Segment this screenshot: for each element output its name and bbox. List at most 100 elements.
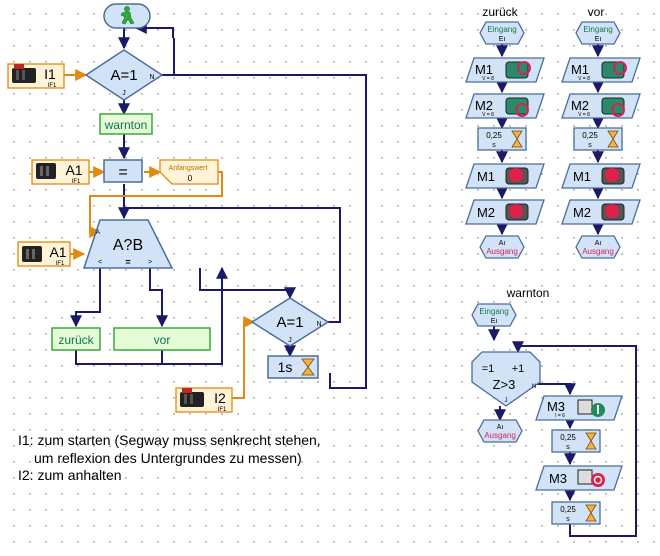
svg-text:Ausgang: Ausgang xyxy=(486,247,518,256)
svg-text:Eı: Eı xyxy=(491,318,498,325)
svg-text:s: s xyxy=(566,444,570,451)
svg-text:=: = xyxy=(125,257,130,267)
svg-text:0: 0 xyxy=(188,174,193,183)
input-i1[interactable]: I1 IF1 xyxy=(7,63,65,89)
decision-a-equals-1-top[interactable]: A=1 N J xyxy=(84,49,164,101)
decision-a-equals-1-i2[interactable]: A=1 N J xyxy=(250,297,330,347)
subprogram-vor: vor Eingang Eı M1 V = 8 M2 V = 8 xyxy=(561,5,641,259)
horn-m3-off-block[interactable]: M3 xyxy=(535,465,623,491)
hourglass-icon xyxy=(301,358,315,376)
motor-ccw-icon xyxy=(505,61,531,79)
input-a1-bottom[interactable]: A1 IF1 xyxy=(17,241,71,267)
subprogram-zuruck: zurück Eingang Eı M1 V = 8 M2 V = xyxy=(465,5,545,259)
svg-text:s: s xyxy=(492,142,496,149)
start-block[interactable] xyxy=(103,3,151,29)
svg-text:Eingang: Eingang xyxy=(479,307,508,316)
horn-m3-on-block[interactable]: M3 I = 6 xyxy=(535,395,623,421)
svg-text:<: < xyxy=(98,259,102,266)
light-sensor-icon xyxy=(22,246,42,262)
svg-text:=: = xyxy=(118,164,127,181)
wait-block[interactable]: 0,25 s xyxy=(477,127,527,151)
input-a1-top[interactable]: A1 IF1 xyxy=(31,159,90,185)
entry-block[interactable]: Eingang Eı xyxy=(575,21,621,45)
compare-block[interactable]: A?B A < = > xyxy=(82,219,174,269)
switch-icon xyxy=(12,64,36,83)
svg-text:J: J xyxy=(122,90,126,97)
wait-block-2[interactable]: 0,25 s xyxy=(551,501,601,525)
exit-block[interactable]: Aı Ausgang xyxy=(477,419,523,443)
svg-text:warnton: warnton xyxy=(104,118,148,132)
exit-block[interactable]: Aı Ausgang xyxy=(575,235,621,259)
hourglass-icon xyxy=(585,504,597,522)
svg-text:A?B: A?B xyxy=(113,237,143,254)
svg-text:Anfangswert: Anfangswert xyxy=(169,165,208,172)
svg-text:I2: I2 xyxy=(214,390,226,406)
wait-1s-block[interactable]: 1s xyxy=(267,355,319,379)
entry-block[interactable]: Eingang Eı xyxy=(479,21,525,45)
stop-icon xyxy=(601,203,625,221)
motor-m1-stop-block[interactable]: M1 xyxy=(561,163,641,189)
entry-block[interactable]: Eingang Eı xyxy=(471,303,517,327)
svg-text:+1: +1 xyxy=(512,363,525,375)
input-i2[interactable]: I2 IF1 xyxy=(175,387,233,413)
warnton-call[interactable]: warnton xyxy=(99,113,153,135)
svg-text:IF1: IF1 xyxy=(218,407,227,413)
svg-text:Z>3: Z>3 xyxy=(493,377,516,392)
counter-loop-block[interactable]: =1 +1 Z>3 N J xyxy=(471,351,541,407)
svg-text:M2: M2 xyxy=(477,205,495,220)
subprogram-zuruck-title: zurück xyxy=(482,5,518,19)
motor-m1-stop-block[interactable]: M1 xyxy=(465,163,545,189)
motor-cw-icon xyxy=(601,61,627,79)
svg-text:M2: M2 xyxy=(475,98,493,113)
motor-m2-block[interactable]: M2 V = 8 xyxy=(465,93,545,119)
svg-text:V = 8: V = 8 xyxy=(578,76,590,82)
svg-text:M1: M1 xyxy=(573,169,591,184)
horn-off-icon xyxy=(577,469,605,487)
svg-text:Ausgang: Ausgang xyxy=(582,247,614,256)
note-i1-line-2: um reflexion des Untergrundes zu messen) xyxy=(34,450,302,466)
vor-call[interactable]: vor xyxy=(113,327,211,351)
svg-text:Aı: Aı xyxy=(499,240,506,247)
svg-text:IF1: IF1 xyxy=(72,179,81,185)
wait-block[interactable]: 0,25 s xyxy=(573,127,623,151)
svg-text:0,25: 0,25 xyxy=(582,131,598,140)
motor-ccw-icon xyxy=(601,97,625,117)
svg-text:1s: 1s xyxy=(278,359,293,375)
initial-value-block[interactable]: Anfangswert 0 xyxy=(159,159,219,185)
svg-text:IF1: IF1 xyxy=(56,261,65,267)
svg-text:=1: =1 xyxy=(482,363,495,375)
motor-m1-block[interactable]: M1 V = 8 xyxy=(561,57,641,83)
motor-m1-block[interactable]: M1 V = 8 xyxy=(465,57,545,83)
svg-text:IF1: IF1 xyxy=(48,83,57,89)
exit-block[interactable]: Aı Ausgang xyxy=(479,235,525,259)
motor-m2-block[interactable]: M2 V = 8 xyxy=(561,93,641,119)
svg-text:Eı: Eı xyxy=(595,36,602,43)
svg-text:A: A xyxy=(96,230,100,236)
hourglass-icon xyxy=(511,130,523,148)
green-walking-man-icon xyxy=(120,6,135,25)
svg-text:Ausgang: Ausgang xyxy=(484,431,516,440)
wait-block-1[interactable]: 0,25 s xyxy=(551,429,601,453)
svg-text:Aı: Aı xyxy=(497,424,504,431)
note-i2: I2: zum anhalten xyxy=(18,467,122,483)
svg-text:Eingang: Eingang xyxy=(487,25,516,34)
stop-icon xyxy=(601,167,625,185)
svg-text:0,25: 0,25 xyxy=(486,131,502,140)
svg-text:M2: M2 xyxy=(573,205,591,220)
motor-m2-stop-block[interactable]: M2 xyxy=(561,199,641,225)
zuruck-call[interactable]: zurück xyxy=(51,327,101,351)
svg-text:A1: A1 xyxy=(65,162,82,178)
svg-text:N: N xyxy=(532,384,536,390)
svg-text:M1: M1 xyxy=(477,169,495,184)
svg-text:V = 8: V = 8 xyxy=(482,76,494,82)
decision-top-label: A=1 xyxy=(110,67,137,84)
svg-text:Eı: Eı xyxy=(499,36,506,43)
switch-icon xyxy=(180,388,204,407)
svg-text:M2: M2 xyxy=(571,98,589,113)
svg-text:0,25: 0,25 xyxy=(560,505,576,514)
svg-text:>: > xyxy=(148,259,152,266)
motor-m2-stop-block[interactable]: M2 xyxy=(465,199,545,225)
svg-text:M3: M3 xyxy=(547,399,565,414)
hourglass-icon xyxy=(607,130,619,148)
assign-block[interactable]: = xyxy=(103,159,143,183)
